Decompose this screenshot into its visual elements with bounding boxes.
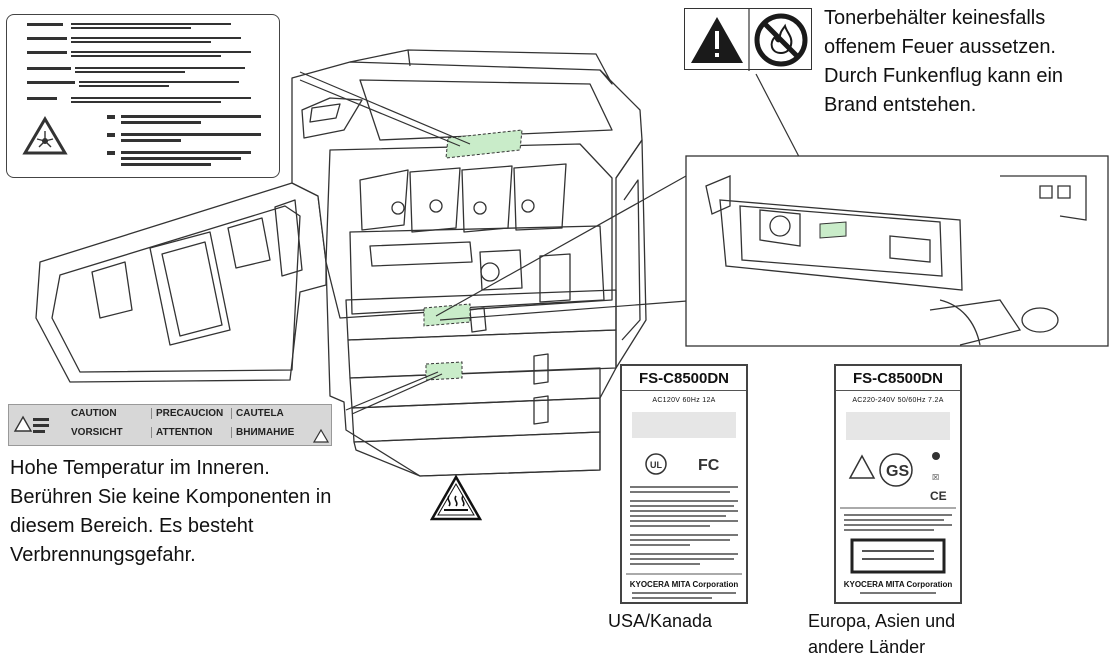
hot-surface-icon: [430, 474, 482, 521]
svg-text:☒: ☒: [932, 473, 939, 482]
no-fire-icon: [754, 13, 808, 67]
caution-title: CAUTION: [71, 408, 117, 419]
corporation-name: KYOCERA MITA Corporation: [843, 580, 953, 589]
ce-mark-icon: CE: [930, 489, 947, 503]
svg-text:GS: GS: [886, 463, 909, 480]
caution-title: PRECAUCION: [156, 408, 224, 419]
model-name: FS-C8500DN: [836, 366, 960, 391]
caption-line: Durch Funkenflug kann ein: [824, 65, 1064, 87]
caution-title: CAUTELA: [236, 408, 284, 419]
caption-line: offenem Feuer aussetzen.: [824, 36, 1056, 58]
caution-label: CAUTION PRECAUCION CAUTELA VORSICHT ATTE…: [8, 404, 332, 446]
caption-line: Hohe Temperatur im Inneren.: [10, 457, 270, 479]
hot-area-caption: Hohe Temperatur im Inneren. Berühren Sie…: [10, 454, 410, 570]
caption-line: Europa, Asien und: [808, 611, 956, 631]
europe-asia-caption: Europa, Asien und andere Länder: [808, 608, 1028, 660]
ul-mark-icon: [645, 453, 667, 475]
laser-class-plate: [850, 538, 946, 574]
caption-line: Tonerbehälter keinesfalls: [824, 7, 1046, 29]
laser-warning-icon: [22, 116, 68, 155]
caption-line: Berühren Sie keine Komponenten in: [10, 486, 332, 508]
rating-label-usa: FS-C8500DN AC120V 60Hz 12A UL FC KYOCERA…: [620, 364, 748, 604]
model-name: FS-C8500DN: [622, 366, 746, 391]
rating-label-europe: FS-C8500DN AC220-240V 50/60Hz 7.2A GS ☒ …: [834, 364, 962, 604]
laser-warning-label: [6, 14, 280, 178]
voltage-rating: AC120V 60Hz 12A: [652, 397, 716, 404]
caution-title: VORSICHT: [71, 427, 123, 438]
toner-warning-icons: [684, 8, 812, 71]
warning-triangle-icon: [691, 17, 743, 63]
hot-surface-icon: [13, 415, 49, 433]
gs-mark-icon: GS: [848, 453, 913, 487]
caution-title: ATTENTION: [156, 427, 213, 438]
caption-line: diesem Bereich. Es besteht: [10, 515, 254, 537]
svg-text:UL: UL: [650, 460, 662, 470]
small-warning-icon: [313, 429, 329, 443]
caution-title: ВНИМАНИЕ: [236, 427, 295, 438]
caption-line: andere Länder: [808, 637, 926, 657]
toner-fire-caption: Tonerbehälter keinesfalls offenem Feuer …: [824, 4, 1114, 120]
usa-canada-caption: USA/Kanada: [608, 608, 768, 634]
corporation-name: KYOCERA MITA Corporation: [629, 580, 739, 589]
voltage-rating: AC220-240V 50/60Hz 7.2A: [852, 397, 944, 404]
fcc-mark-icon: FC: [698, 457, 720, 474]
caption-line: USA/Kanada: [608, 611, 713, 631]
caption-line: Verbrennungsgefahr.: [10, 544, 196, 566]
caption-line: Brand entstehen.: [824, 94, 977, 116]
